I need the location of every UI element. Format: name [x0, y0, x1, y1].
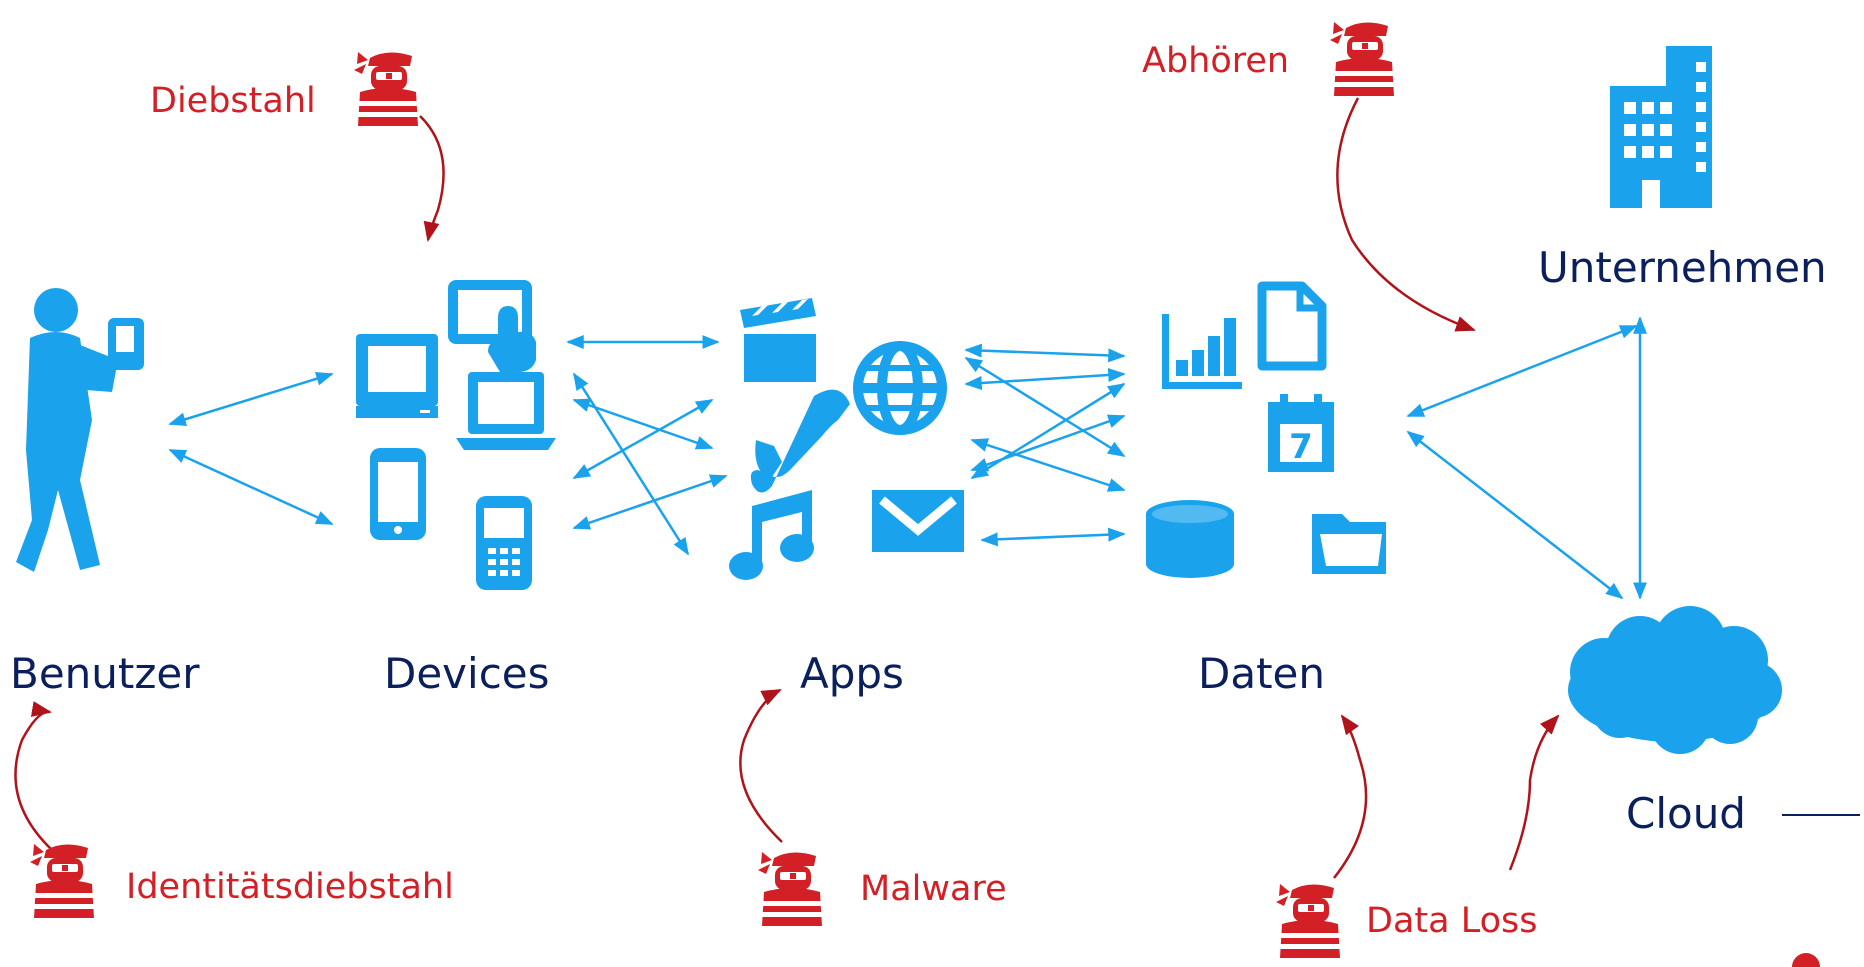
thief-icon: [1276, 884, 1340, 958]
arrow-diebstahl: [419, 115, 445, 242]
thief-icon: [1330, 22, 1394, 96]
threat-label-malware: Malware: [860, 869, 1007, 909]
office-building-icon: [1610, 46, 1712, 208]
label-cloud: Cloud: [1626, 789, 1746, 838]
database-icon: [1146, 500, 1234, 578]
thief-icon: [354, 52, 418, 126]
label-daten: Daten: [1198, 649, 1325, 698]
threat-label-identitaetsdiebstahl: Identitätsdiebstahl: [126, 867, 454, 907]
label-benutzer: Benutzer: [10, 649, 200, 698]
music-note-icon: [729, 490, 814, 580]
document-icon: [1257, 281, 1327, 371]
arrow-malware: [739, 688, 783, 843]
arrow-identitaetsdiebstahl: [14, 701, 53, 851]
arrow-data-loss-daten: [1333, 714, 1368, 879]
calendar-day-number: 7: [1289, 427, 1313, 467]
bar-chart-icon: [1162, 314, 1242, 389]
threat-label-diebstahl: Diebstahl: [150, 81, 316, 121]
label-apps: Apps: [800, 649, 904, 698]
threat-arrows: [14, 97, 1560, 879]
tablet-touch-icon: [448, 280, 536, 372]
mail-icon: [872, 490, 964, 552]
clapperboard-icon: [740, 298, 816, 382]
user-with-phone-icon: [16, 288, 144, 572]
globe-icon: [853, 341, 947, 435]
cloud-icon: [1568, 606, 1782, 754]
arrow-data-loss-cloud: [1508, 714, 1560, 871]
laptop-icon: [456, 372, 556, 450]
calendar-icon: 7: [1268, 394, 1334, 472]
thief-icon: [758, 852, 822, 926]
corner-logo-icon: [1792, 953, 1820, 967]
threat-label-data-loss: Data Loss: [1366, 901, 1537, 941]
folder-icon: [1312, 514, 1386, 574]
smartphone-icon: [370, 448, 426, 540]
desktop-computer-icon: [356, 334, 438, 418]
arrow-abhoeren: [1336, 97, 1476, 332]
threat-label-abhoeren: Abhören: [1142, 41, 1289, 81]
thief-icon: [30, 844, 94, 918]
label-unternehmen: Unternehmen: [1538, 243, 1827, 292]
feature-phone-icon: [476, 496, 532, 590]
connection-arrows: [168, 316, 1647, 600]
telephone-icon: [750, 389, 850, 493]
label-devices: Devices: [384, 649, 550, 698]
